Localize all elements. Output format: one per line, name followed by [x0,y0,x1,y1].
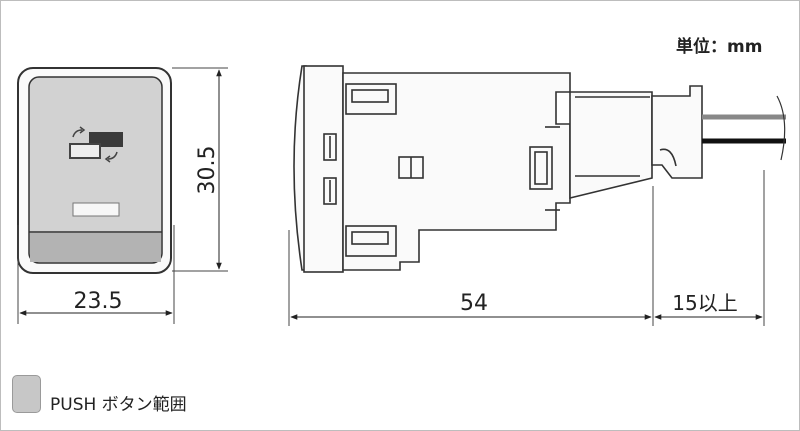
legend: PUSH ボタン範囲 [12,374,187,415]
side-bezel-face [293,65,307,271]
side-view [293,65,703,273]
legend-label: PUSH ボタン範囲 [50,394,187,415]
connector-plug [651,85,703,179]
side-length-dimension: 54 [288,186,654,326]
side-length-label: 54 [460,291,488,316]
lead-length-dimension: 15以上 [654,170,765,326]
side-bezel [303,65,344,273]
front-width-dimension: 23.5 [17,225,175,324]
lead-length-label: 15以上 [672,291,737,315]
swap-icon [69,126,123,163]
wire-leads [702,95,786,161]
button-lower-section [30,233,161,262]
side-body [342,72,571,271]
front-height-dimension: 30.5 [172,67,228,272]
indicator-window [72,202,120,217]
push-button-area [28,76,163,264]
legend-swatch [12,375,41,413]
front-view [17,67,172,274]
unit-label: 単位：mm [676,36,762,57]
front-width-label: 23.5 [74,289,123,314]
front-height-label: 30.5 [195,146,220,195]
connector-housing [569,91,653,200]
side-lock [529,146,553,190]
